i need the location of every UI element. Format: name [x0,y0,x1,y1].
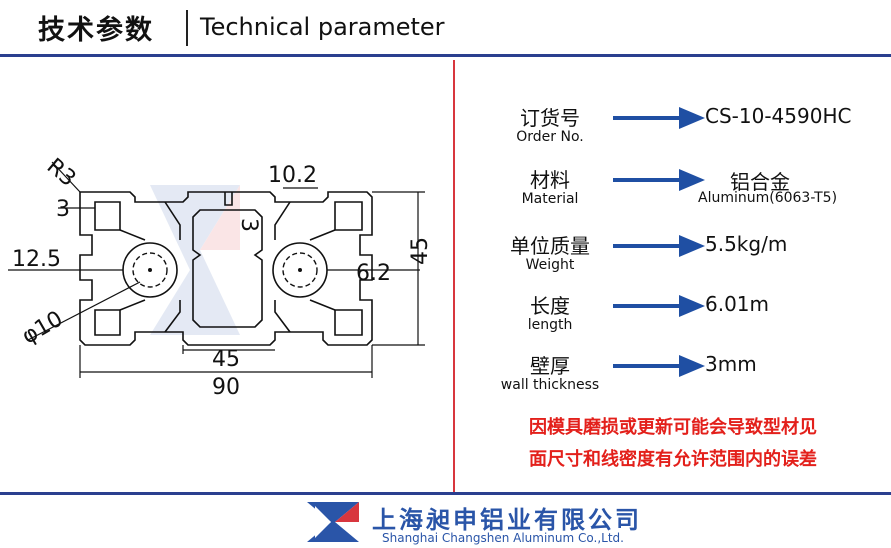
param-label-cn: 订货号 [520,106,580,130]
right-arrow-icon [613,295,705,317]
dim-90: 90 [212,375,240,400]
dim-phi10: φ10 [18,306,67,349]
company-name-cn: 上海昶申铝业有限公司 [372,506,642,534]
warning-line-1: 因模具磨损或更新可能会导致型材见 [529,417,817,438]
bottom-rule [0,492,891,495]
dimension-lines [8,161,425,378]
profile-drawing: R3 3 10.2 3 12.5 6.2 45 φ10 45 90 [8,154,433,400]
param-row-length: 长度 length 6.01m [470,290,880,340]
vertical-divider [453,60,455,492]
right-arrow-icon [613,355,705,377]
tolerance-warning: 因模具磨损或更新可能会导致型材见 面尺寸和线密度有允许范围内的误差 [458,412,888,476]
right-arrow-icon [613,169,705,191]
param-value: 3mm [705,352,757,376]
param-label-cn: 壁厚 [530,354,570,378]
warning-line-2: 面尺寸和线密度有允许范围内的误差 [529,449,817,470]
dim-6-2: 6.2 [356,261,391,286]
param-row-wall-thickness: 壁厚 wall thickness 3mm [470,350,880,400]
watermark-logo [140,180,250,345]
dim-45-bottom: 45 [212,347,240,372]
company-logo-icon [307,502,359,542]
param-label-cn: 单位质量 [510,234,590,258]
title-separator [186,10,188,46]
param-value: 5.5kg/m [705,232,788,256]
param-value-sub: Aluminum(6063-T5) [698,190,838,206]
top-rule [0,54,891,57]
param-value: CS-10-4590HC [705,104,852,128]
right-arrow-icon [613,107,705,129]
param-label-en: length [527,317,573,333]
dim-3-slot: 3 [236,218,261,232]
param-row-weight: 单位质量 Weight 5.5kg/m [470,230,880,280]
dim-45-right: 45 [408,237,433,265]
title-chinese: 技术参数 [38,15,154,46]
dim-12-5: 12.5 [12,247,61,272]
right-bore [272,242,328,298]
dim-3-left: 3 [56,197,70,222]
param-label-en: Weight [525,257,575,273]
param-label-en: Order No. [516,129,584,145]
param-value: 6.01m [705,292,770,316]
company-name-en: Shanghai Changshen Aluminum Co.,Ltd. [382,531,624,545]
param-label-cn: 材料 [530,168,570,192]
profile-outline [79,191,373,346]
param-label-cn: 长度 [530,294,570,318]
right-arrow-icon [613,235,705,257]
param-label-en: Material [521,191,579,207]
param-row-order-no: 订货号 Order No. CS-10-4590HC [470,102,880,152]
dim-10-2: 10.2 [268,163,317,188]
param-row-material: 材料 Material 铝合金 Aluminum(6063-T5) [470,164,880,214]
page-header: 技术参数 Technical parameter [0,0,891,56]
param-label-en: wall thickness [500,377,600,393]
param-value: 铝合金 [730,170,790,194]
title-english: Technical parameter [200,13,445,41]
